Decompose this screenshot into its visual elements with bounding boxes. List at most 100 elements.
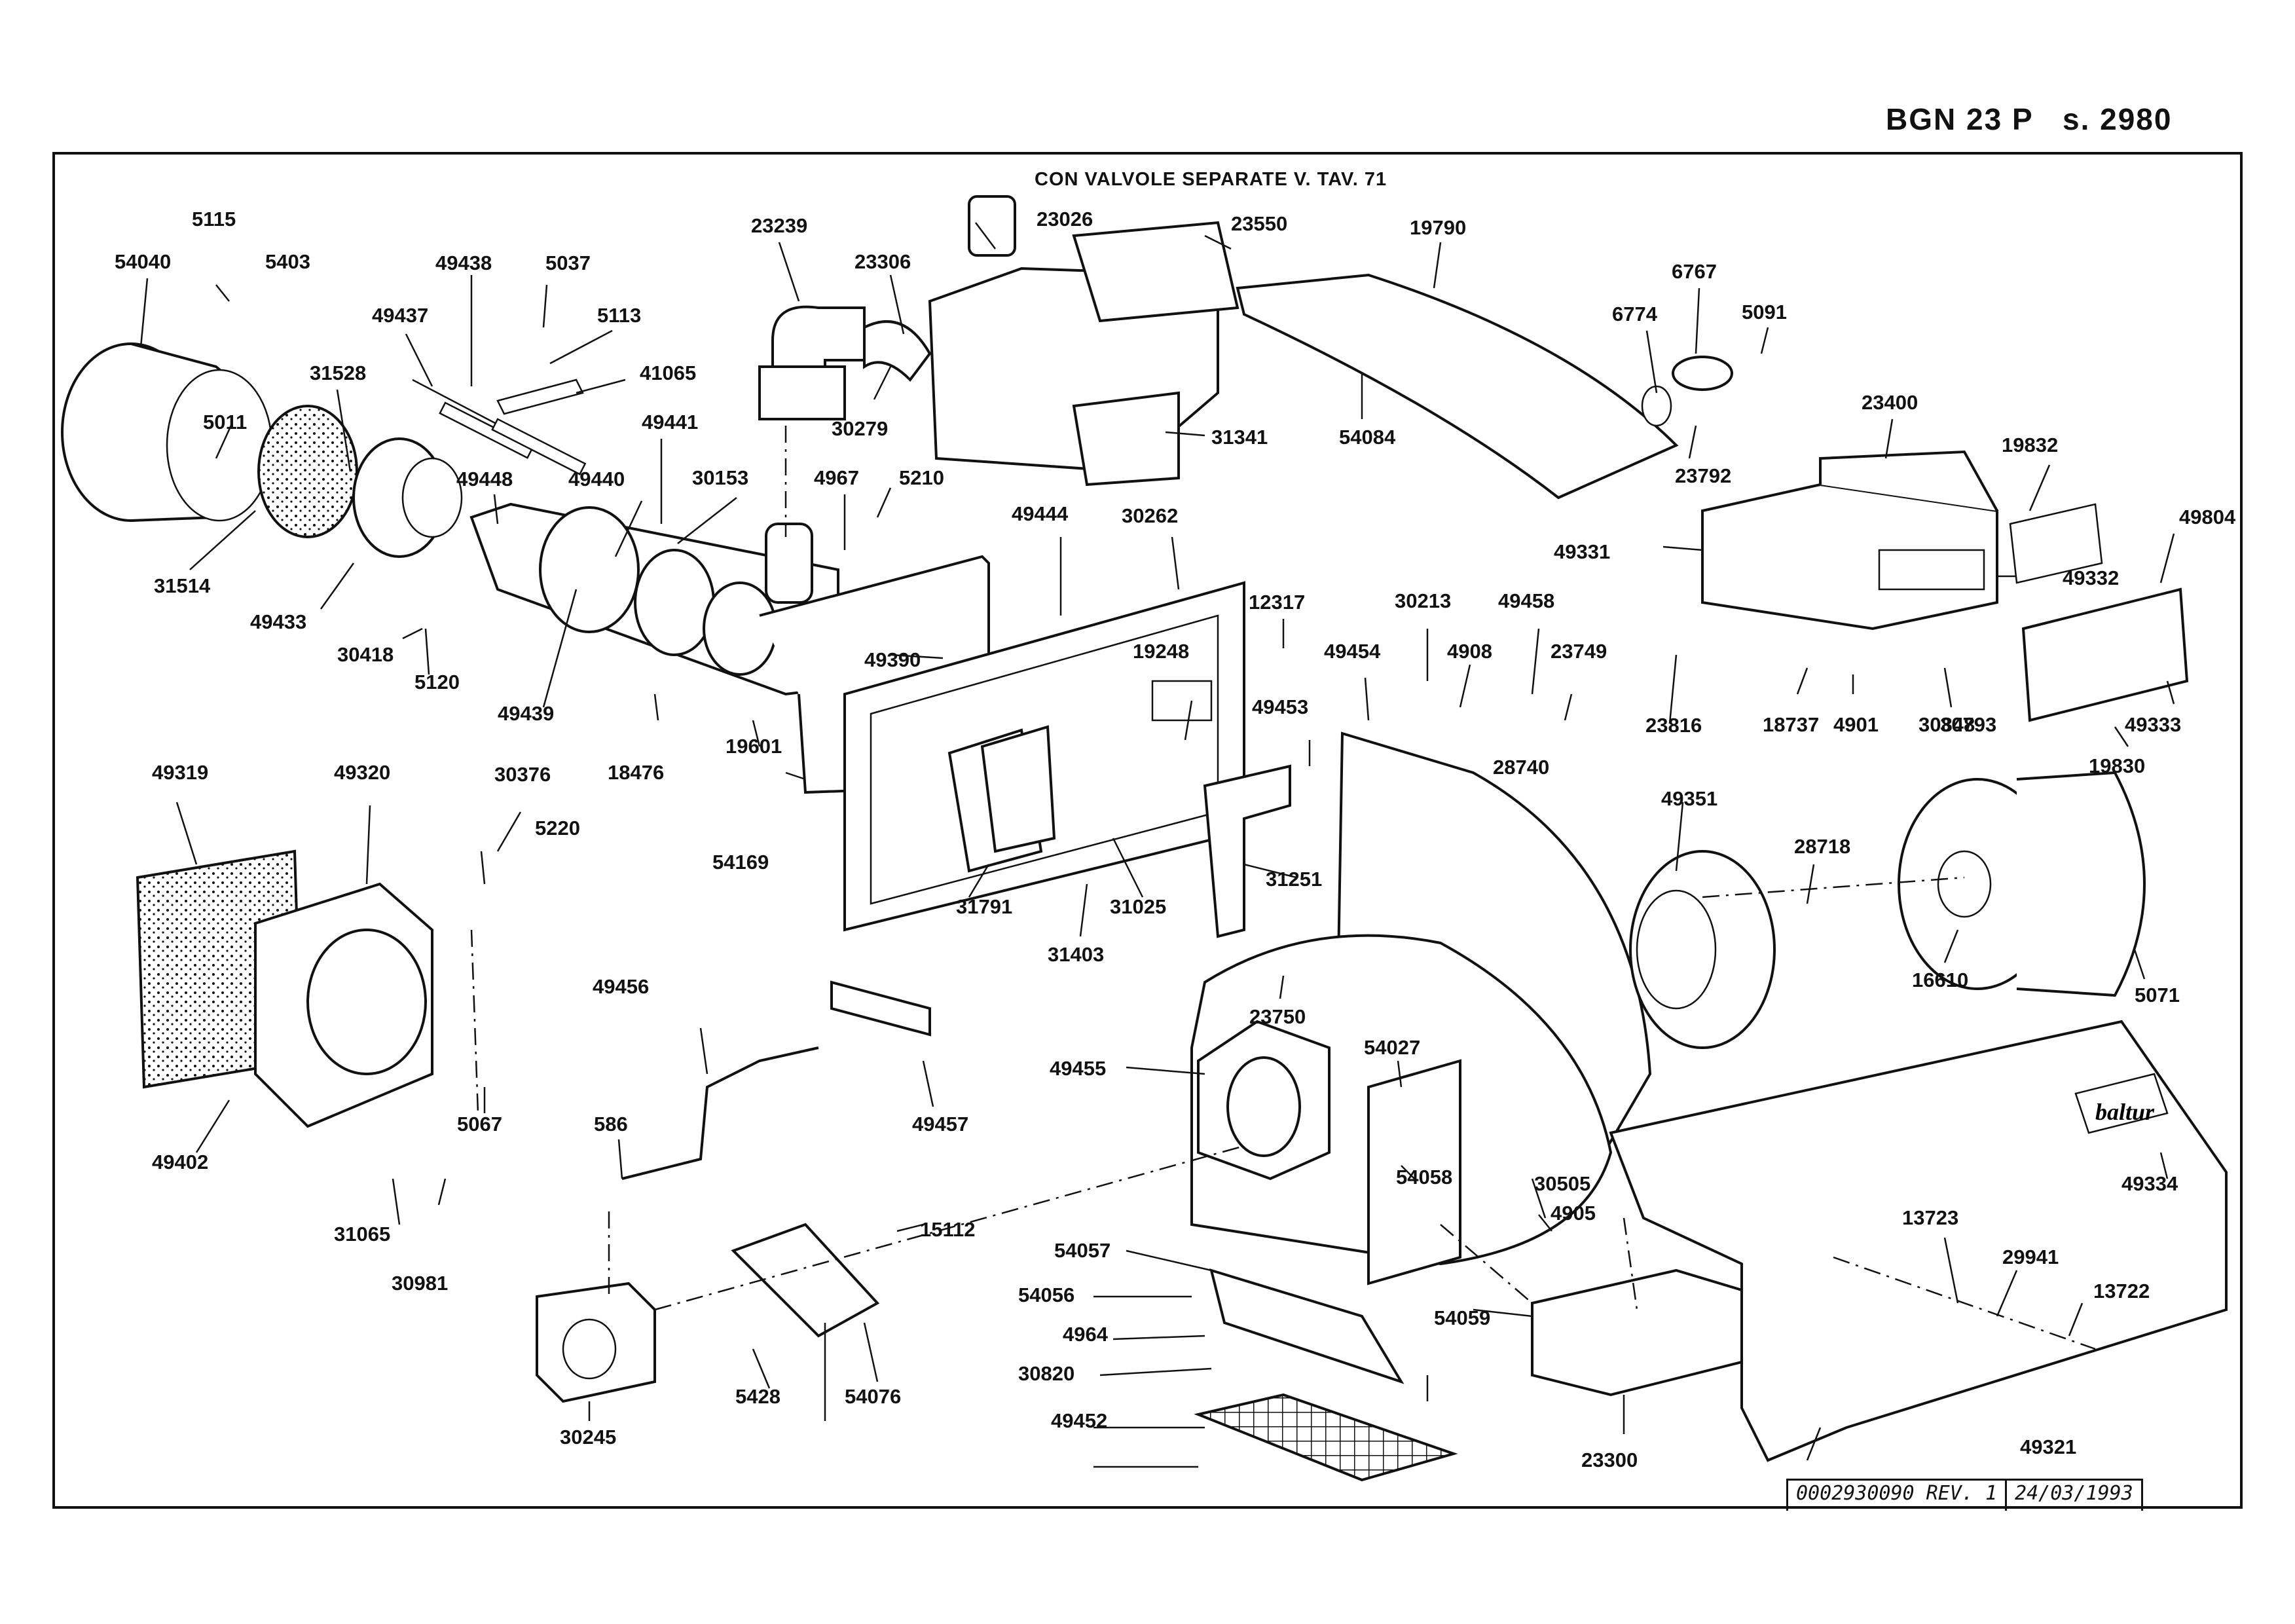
part-label: 49452 [1051, 1409, 1107, 1432]
part-label: 5210 [899, 466, 944, 489]
part-label: 49321 [2020, 1435, 2076, 1458]
part-drawings [61, 195, 2228, 1482]
part-label: 30848 [1919, 713, 1975, 736]
part-label: 6774 [1612, 303, 1658, 325]
part-label: 18476 [608, 761, 664, 784]
curved-cover-plate-drawing [1236, 273, 1679, 500]
part-label: 49453 [1252, 695, 1308, 718]
part-label: 31251 [1266, 868, 1322, 891]
baltur-logo: baltur [2095, 1099, 2155, 1125]
air-intake-grid-drawing [1194, 1393, 1458, 1482]
part-label: 4908 [1447, 640, 1492, 663]
combustion-head-drawing [352, 437, 463, 558]
part-label: 54040 [115, 250, 171, 273]
part-label: 54058 [1396, 1166, 1452, 1189]
part-label: 23816 [1645, 714, 1702, 737]
part-label: 13723 [1902, 1206, 1958, 1229]
electrodes-drawing [412, 378, 587, 475]
part-label: 31341 [1211, 426, 1268, 449]
part-label: 5120 [414, 671, 460, 693]
part-label: 30418 [337, 643, 394, 666]
part-label: 23749 [1551, 640, 1607, 663]
oil-pipe-drawing [621, 1046, 819, 1180]
mounting-flange-drawing [254, 882, 433, 1128]
part-label: 30820 [1018, 1362, 1074, 1385]
part-label: 30262 [1122, 504, 1178, 527]
document-stamp: 0002930090 REV. 1 24/03/1993 [1786, 1479, 2143, 1511]
part-label: 54057 [1054, 1239, 1111, 1262]
part-label: 4905 [1551, 1202, 1596, 1225]
part-label: 49334 [2121, 1172, 2178, 1195]
part-label: 49332 [2063, 566, 2119, 589]
cover-cylinder-drawing [61, 342, 273, 522]
perforated-disc-drawing [257, 405, 358, 538]
part-label: 6767 [1672, 260, 1717, 283]
burner-cover-drawing [1609, 1020, 2228, 1462]
air-damper-strip-drawing [1209, 1268, 1405, 1384]
terminal-box-drawing [1701, 450, 1998, 631]
part-label: 54056 [1018, 1283, 1074, 1306]
part-label: 5428 [735, 1385, 780, 1408]
part-label: 4967 [814, 466, 859, 489]
motor-drawing [1898, 771, 2146, 997]
part-label: 54084 [1339, 426, 1396, 449]
part-label: 19790 [1410, 216, 1466, 239]
part-label: 5220 [535, 817, 580, 840]
doc-date: 24/03/1993 [2005, 1481, 2141, 1511]
drawing-frame [52, 152, 2243, 1509]
part-label: 5011 [203, 411, 247, 434]
part-label: 23306 [854, 250, 911, 273]
part-label: 19832 [2002, 434, 2058, 456]
leader-lines [139, 222, 2175, 1468]
series-code: s. 2980 [2062, 102, 2173, 136]
part-label: 30981 [392, 1272, 448, 1295]
part-label: 49455 [1050, 1057, 1106, 1080]
part-label: 49333 [2125, 713, 2181, 736]
part-label: 49454 [1324, 640, 1381, 663]
part-label: 54076 [845, 1385, 901, 1408]
terminal-strip-drawing [2009, 503, 2103, 584]
part-label: 28740 [1493, 756, 1549, 779]
part-label: 31025 [1110, 895, 1166, 918]
part-label: 28718 [1794, 835, 1850, 858]
part-label: 31791 [956, 895, 1012, 918]
centre-lines [470, 426, 2096, 1350]
part-label: 5091 [1742, 301, 1787, 323]
part-label: 54059 [1434, 1306, 1490, 1329]
part-label: 49439 [498, 702, 554, 725]
cover-bracket-drawing [2021, 587, 2189, 722]
part-label: 23239 [751, 214, 807, 237]
part-label: 29941 [2002, 1246, 2059, 1268]
part-label: 49441 [642, 411, 698, 434]
part-label: 49804 [2179, 506, 2236, 528]
part-label: 49456 [593, 975, 649, 998]
part-label: 5403 [265, 250, 310, 273]
drawing-header: BGN 23 P s. 2980 [1886, 101, 2172, 137]
part-label: 5071 [2135, 984, 2180, 1006]
part-label: 23026 [1037, 208, 1093, 231]
part-label: 19601 [725, 735, 782, 758]
part-label: 586 [594, 1113, 628, 1135]
part-label: 23792 [1675, 464, 1731, 487]
part-label: 23550 [1231, 212, 1287, 235]
part-label: 49320 [334, 761, 390, 784]
model-code: BGN 23 P [1886, 102, 2034, 136]
doc-number: 0002930090 REV. 1 [1796, 1482, 1998, 1505]
fan-wheel-drawing [1629, 850, 1776, 1049]
part-label: 49444 [1012, 502, 1069, 525]
gas-valve-drawing [758, 195, 1239, 487]
part-label: 5115 [192, 208, 236, 231]
part-label: 49331 [1554, 540, 1610, 563]
part-label: 19830 [2089, 754, 2145, 777]
part-label: 49351 [1661, 787, 1717, 810]
part-label: 41065 [640, 361, 696, 384]
part-label: 18737 [1763, 713, 1819, 736]
part-label: 23300 [1581, 1449, 1638, 1471]
part-label: 12317 [1249, 591, 1305, 614]
part-label: 49440 [568, 468, 625, 490]
part-number-labels: 5115 54040 5403 49438 5037 49437 5113 41… [115, 208, 2236, 1471]
part-label: 30279 [832, 417, 888, 440]
part-label: 30213 [1395, 589, 1451, 612]
part-label: 54027 [1364, 1036, 1420, 1059]
part-label: 4964 [1063, 1323, 1109, 1346]
